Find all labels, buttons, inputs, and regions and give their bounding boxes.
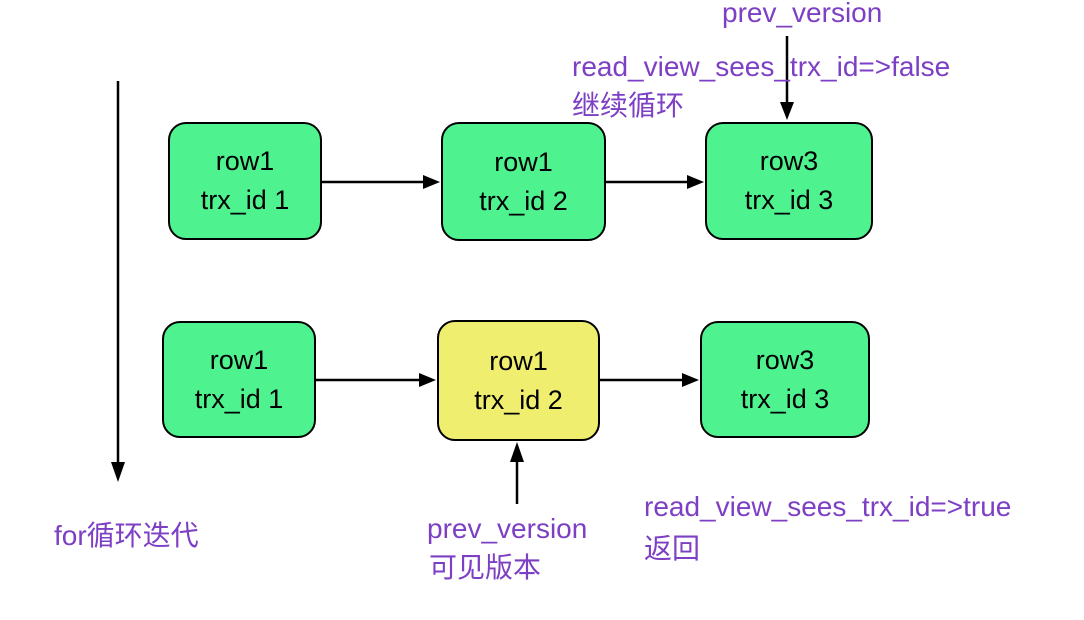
version-box-bottom-row3-trx3: row3 trx_id 3 [700, 321, 870, 438]
version-box-bottom-row1-trx2-visible: row1 trx_id 2 [437, 320, 600, 441]
prev-version-top-label: prev_version [722, 0, 883, 28]
version-box-trx-id: trx_id 2 [474, 384, 563, 415]
read-view-true-label: read_view_sees_trx_id=>true [644, 491, 1012, 522]
version-box-top-row1-trx1: row1 trx_id 1 [168, 122, 322, 240]
read-view-false-label: read_view_sees_trx_id=>false [572, 51, 951, 82]
chain1-link1-arrow [322, 175, 440, 189]
version-box-label: row1 [489, 345, 548, 376]
version-box-trx-id: trx_id 1 [194, 383, 284, 414]
for-loop-label: for循环迭代 [54, 520, 199, 551]
prev-version-top-arrow [780, 36, 794, 120]
version-box-trx-id: trx_id 3 [744, 185, 834, 215]
version-box-trx-id: trx_id 1 [200, 185, 290, 215]
continue-loop-label: 继续循环 [572, 90, 685, 121]
version-box-label: row3 [755, 344, 815, 375]
return-label: 返回 [644, 533, 701, 564]
version-box-label: row1 [494, 146, 553, 177]
version-box-label: row1 [209, 344, 269, 375]
chain2-link2-arrow [600, 373, 699, 387]
version-box-trx-id: trx_id 2 [479, 185, 568, 216]
chain1-link2-arrow [606, 175, 704, 189]
version-box-trx-id: trx_id 3 [740, 383, 830, 414]
version-box-top-row3-trx3: row3 trx_id 3 [705, 122, 873, 240]
version-box-top-row1-trx2: row1 trx_id 2 [441, 122, 606, 241]
prev-version-bottom-label: prev_version [427, 513, 588, 544]
version-box-bottom-row1-trx1: row1 trx_id 1 [162, 321, 316, 438]
version-box-label: row3 [759, 146, 819, 176]
version-box-label: row1 [215, 146, 275, 176]
visible-version-up-arrow [510, 442, 524, 504]
chain2-link1-arrow [316, 373, 436, 387]
for-loop-arrow [111, 81, 125, 482]
visible-version-label: 可见版本 [429, 552, 542, 583]
